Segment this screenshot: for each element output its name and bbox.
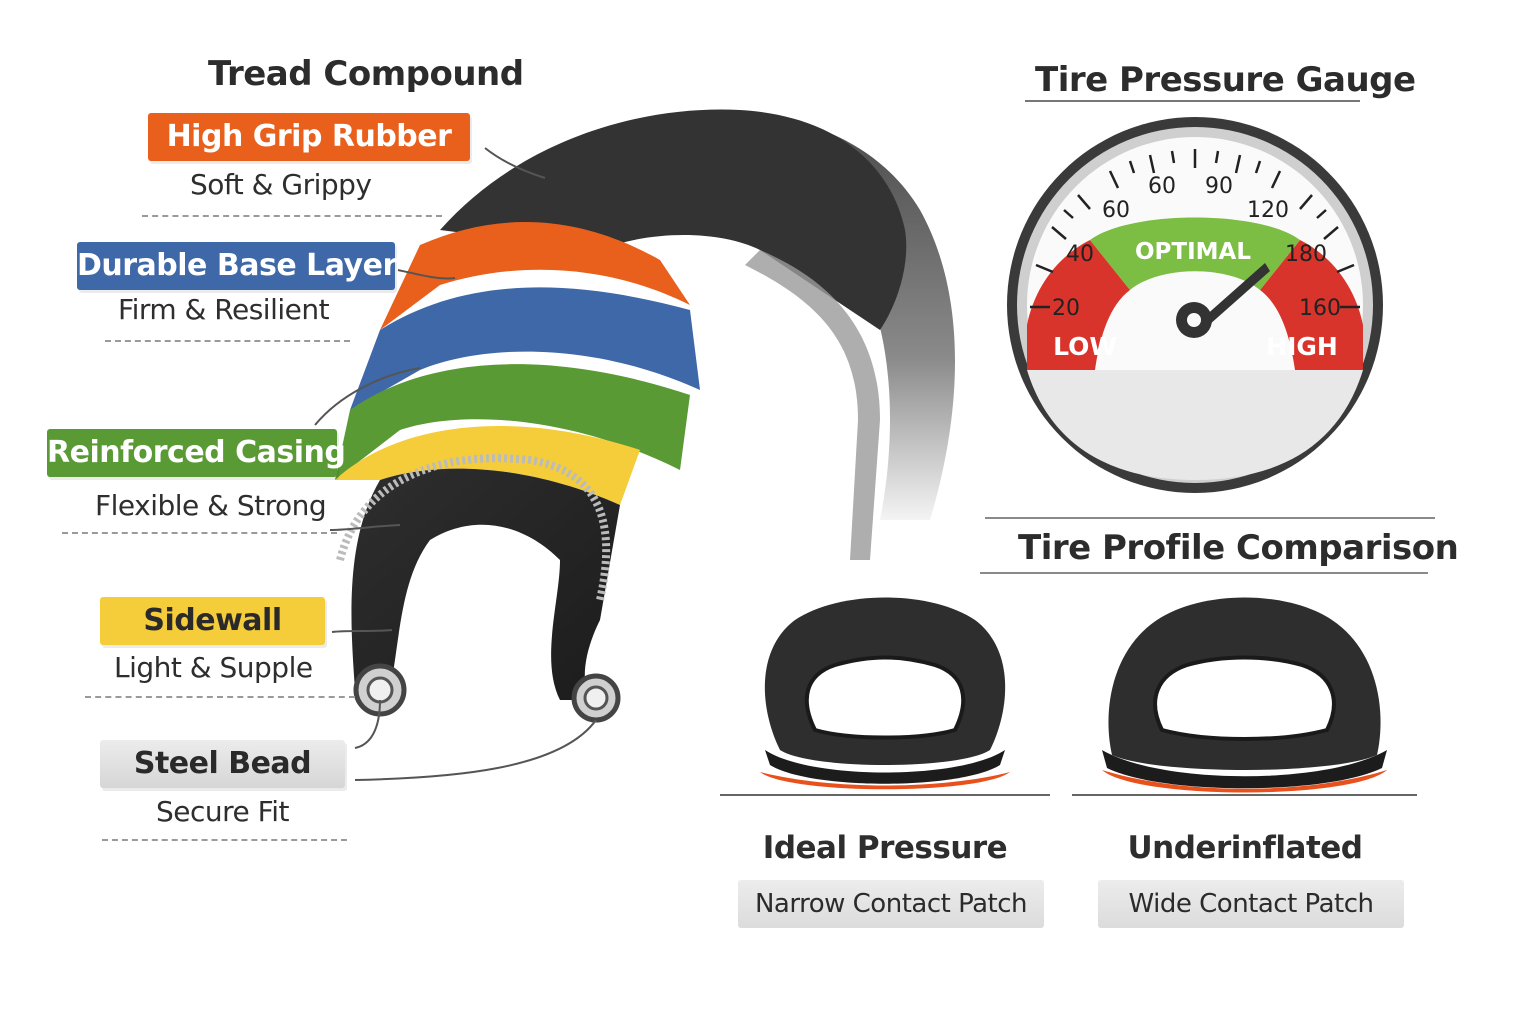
sidewall-stripe <box>745 250 880 560</box>
layer-label-sidewall: Sidewall <box>100 597 325 645</box>
layer-blue-band <box>350 287 700 410</box>
tread-compound-heading: Tread Compound <box>208 54 524 94</box>
ideal-pressure-title: Ideal Pressure <box>762 830 1008 866</box>
gauge-scale-160: 160 <box>1299 296 1341 321</box>
layer-yellow-band <box>335 426 640 505</box>
divider <box>142 215 442 217</box>
underinflated-title: Underinflated <box>1127 830 1363 866</box>
layer-desc-durable-base-layer: Firm & Resilient <box>118 293 330 326</box>
gauge-heading-underline <box>1025 100 1360 102</box>
gauge-scale-60a: 60 <box>1102 198 1130 223</box>
profile-heading: Tire Profile Comparison <box>1018 528 1459 568</box>
layer-label-high-grip-rubber: High Grip Rubber <box>148 113 470 161</box>
gauge-zone-optimal-label: OPTIMAL <box>1135 239 1251 265</box>
gauge-scale-20: 20 <box>1052 296 1080 321</box>
layer-orange-band <box>380 222 690 330</box>
underinflated-tire <box>1072 597 1417 796</box>
divider <box>105 340 350 342</box>
gauge-ticks <box>1030 149 1360 309</box>
divider <box>102 839 347 841</box>
ideal-contact-patch <box>760 772 1010 790</box>
layer-desc-reinforced-casing: Flexible & Strong <box>95 489 327 522</box>
bead-zipper-edge <box>336 454 611 601</box>
profile-top-rule <box>985 517 1435 519</box>
layer-desc-sidewall: Light & Supple <box>114 651 313 684</box>
layer-label-durable-base-layer: Durable Base Layer <box>77 242 397 290</box>
gauge-scale-120: 120 <box>1247 198 1289 223</box>
tire-main-tread <box>440 109 907 330</box>
divider <box>62 532 337 534</box>
underinflated-caption: Wide Contact Patch <box>1098 880 1404 928</box>
gauge-needle <box>1176 263 1270 338</box>
gauge-scale-40: 40 <box>1066 242 1094 267</box>
tire-inner-wall <box>351 468 620 700</box>
layer-label-steel-bead: Steel Bead <box>100 740 345 788</box>
layer-green-band <box>335 364 690 480</box>
layer-desc-high-grip-rubber: Soft & Grippy <box>190 168 372 201</box>
layer-label-reinforced-casing: Reinforced Casing <box>47 429 346 477</box>
layer-desc-steel-bead: Secure Fit <box>156 795 290 828</box>
ideal-pressure-caption: Narrow Contact Patch <box>738 880 1044 928</box>
divider <box>85 696 355 698</box>
gauge-zone-high-label: HIGH <box>1266 332 1338 361</box>
pressure-gauge: 20 40 60 60 90 120 180 160 OPTIMAL LOW H… <box>1007 117 1383 493</box>
ideal-pressure-tire <box>720 597 1050 796</box>
gauge-heading: Tire Pressure Gauge <box>1035 60 1416 100</box>
gauge-zone-low-label: LOW <box>1053 332 1117 361</box>
gauge-zone-optimal <box>1090 217 1300 290</box>
profile-heading-underline <box>980 572 1428 574</box>
gauge-scale-180: 180 <box>1285 242 1327 267</box>
gauge-scale-60b: 60 <box>1148 174 1176 199</box>
gauge-scale-90: 90 <box>1205 174 1233 199</box>
underinflated-contact-patch <box>1102 770 1387 793</box>
